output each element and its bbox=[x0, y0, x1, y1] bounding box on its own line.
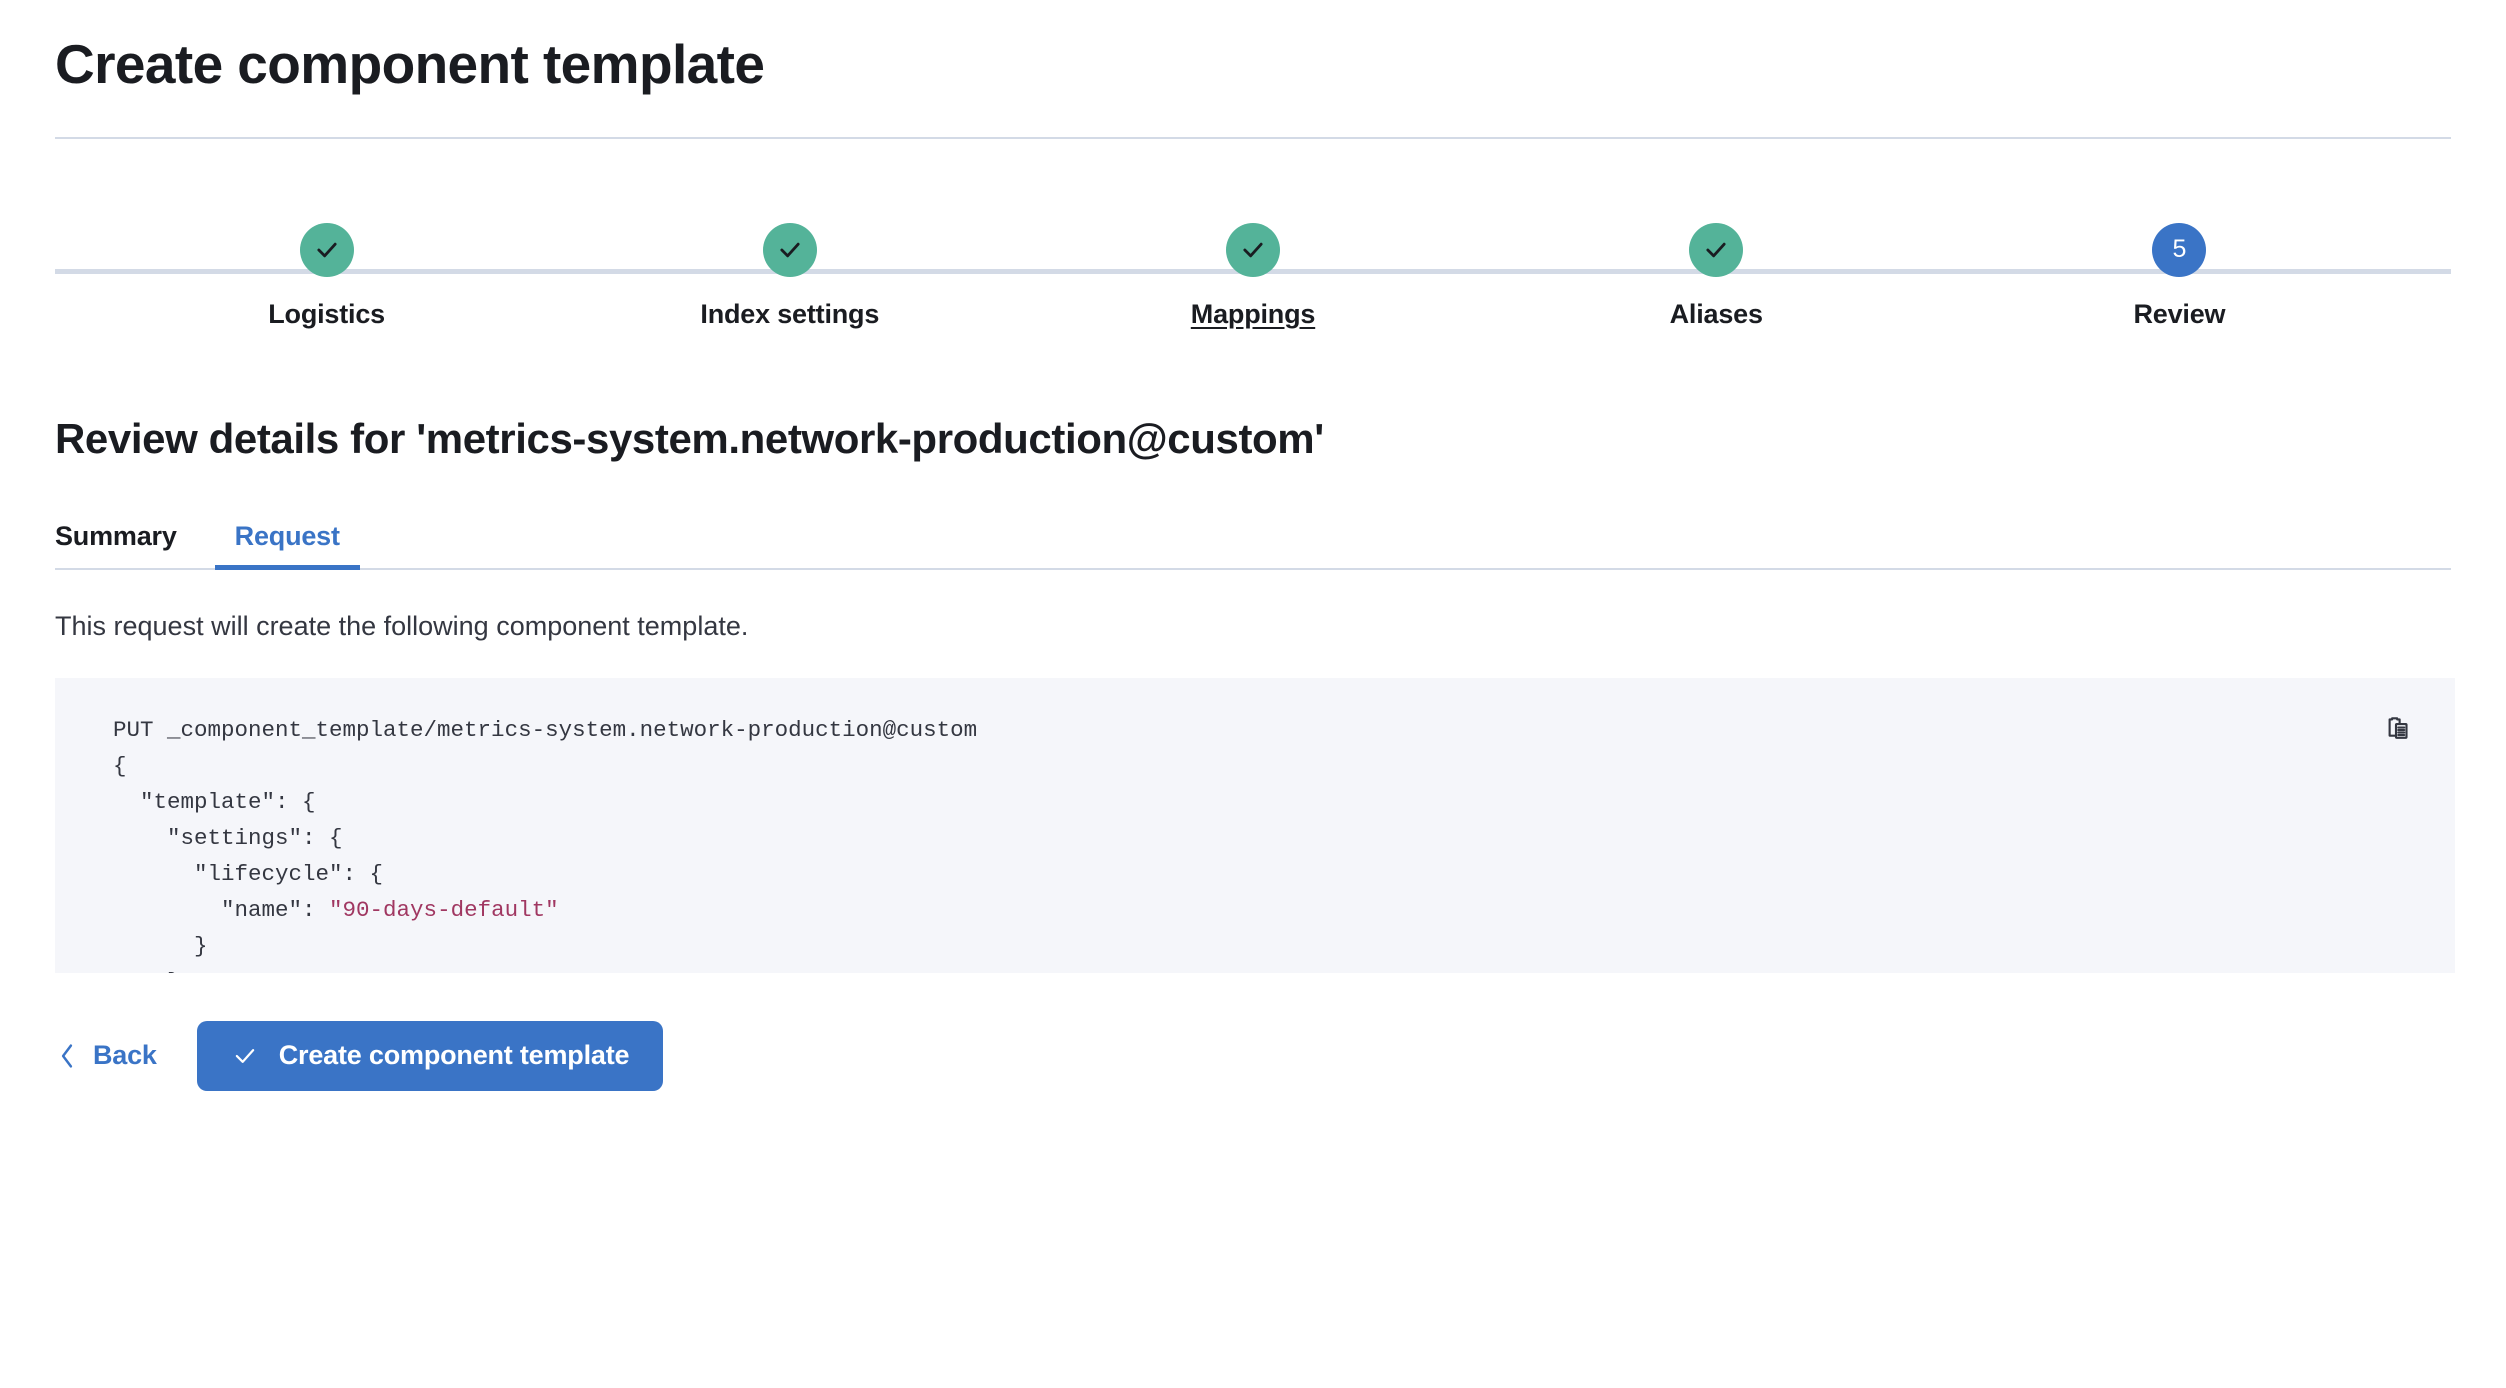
request-code-block: PUT _component_template/metrics-system.n… bbox=[95, 712, 2415, 973]
stepper-step-mappings[interactable]: Mappings bbox=[1021, 222, 1484, 330]
step-badge-index-settings bbox=[762, 222, 817, 277]
check-icon bbox=[231, 1042, 259, 1070]
check-icon bbox=[1702, 236, 1730, 264]
code-line-name-key: "name": bbox=[113, 897, 330, 924]
back-button[interactable]: Back bbox=[55, 1034, 159, 1077]
step-badge-aliases bbox=[1689, 222, 1744, 277]
review-tabs: Summary Request bbox=[55, 506, 2451, 570]
code-line-template: "template": { bbox=[113, 788, 316, 815]
copy-icon-button[interactable] bbox=[2377, 708, 2421, 752]
check-icon bbox=[776, 236, 804, 264]
copy-icon bbox=[2384, 715, 2414, 745]
code-value-lifecycle-name: "90-days-default" bbox=[329, 897, 559, 924]
stepper-step-logistics[interactable]: Logistics bbox=[95, 222, 558, 330]
back-button-label: Back bbox=[93, 1040, 157, 1071]
request-description: This request will create the following c… bbox=[55, 610, 749, 641]
stepper-step-review[interactable]: 5 Review bbox=[1948, 222, 2411, 330]
header-divider bbox=[55, 136, 2451, 139]
code-line-method: PUT _component_template/metrics-system.n… bbox=[113, 716, 978, 743]
step-label-logistics: Logistics bbox=[268, 298, 385, 329]
step-label-mappings[interactable]: Mappings bbox=[1190, 298, 1316, 329]
create-component-template-button-label: Create component template bbox=[278, 1040, 630, 1071]
step-badge-mappings bbox=[1226, 222, 1280, 277]
step-badge-review: 5 bbox=[2152, 222, 2207, 277]
step-label-index-settings: Index settings bbox=[700, 298, 880, 329]
step-number-review: 5 bbox=[2172, 235, 2187, 264]
code-line-settings: "settings": { bbox=[113, 824, 343, 851]
footer-actions: Back Create component template bbox=[55, 973, 2451, 1091]
chevron-left-icon bbox=[57, 1043, 77, 1069]
code-line-close-2: } bbox=[113, 969, 181, 972]
code-line-lifecycle: "lifecycle": { bbox=[113, 860, 384, 887]
stepper-step-aliases[interactable]: Aliases bbox=[1485, 222, 1948, 330]
page-title: Create component template bbox=[55, 33, 765, 95]
review-heading: Review details for 'metrics-system.netwo… bbox=[55, 414, 1324, 462]
wizard-stepper: Logistics Index settings Mappings bbox=[55, 222, 2451, 353]
create-component-template-button[interactable]: Create component template bbox=[196, 1020, 664, 1091]
stepper-track: Logistics Index settings Mappings bbox=[55, 222, 2451, 330]
step-label-aliases: Aliases bbox=[1669, 298, 1763, 329]
step-badge-logistics bbox=[299, 222, 354, 277]
code-line-close-1: } bbox=[113, 933, 208, 960]
check-icon bbox=[1239, 236, 1267, 264]
tab-summary[interactable]: Summary bbox=[55, 521, 197, 568]
request-code-panel: PUT _component_template/metrics-system.n… bbox=[55, 677, 2455, 973]
step-label-review: Review bbox=[2133, 298, 2226, 329]
stepper-step-index-settings[interactable]: Index settings bbox=[558, 222, 1021, 330]
check-icon bbox=[313, 236, 341, 264]
code-line-open-brace: { bbox=[113, 752, 127, 779]
tab-request[interactable]: Request bbox=[214, 521, 360, 570]
